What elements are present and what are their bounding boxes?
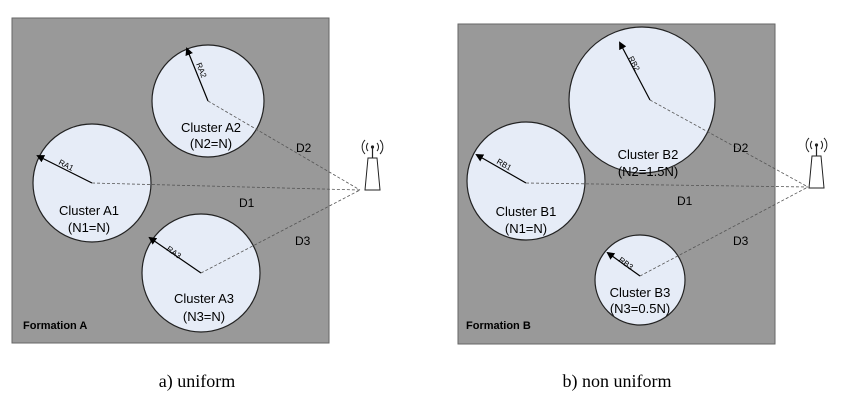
cluster-b2: RB2 Cluster B2 (N2=1.5N) <box>568 26 716 179</box>
distance-label-d2-a: D2 <box>296 141 312 155</box>
distance-label-d3-b: D3 <box>733 234 749 248</box>
cluster-b2-circle <box>568 26 716 174</box>
panel-a: RA2 Cluster A2 (N2=N) RA1 Cluster A1 (N1… <box>11 17 384 392</box>
formation-b-label: Formation B <box>466 320 531 332</box>
cluster-b2-count: (N2=1.5N) <box>618 164 678 179</box>
cluster-b3-radius <box>606 251 641 277</box>
distance-line-d3-b <box>639 186 809 277</box>
caption-b: b) non uniform <box>563 371 672 392</box>
cluster-b2-radius <box>619 41 651 101</box>
distance-label-d2-b: D2 <box>733 141 749 155</box>
cluster-b1-count: (N1=N) <box>505 221 547 236</box>
cluster-a3-name: Cluster A3 <box>174 291 234 306</box>
distance-label-d1-a: D1 <box>239 196 255 210</box>
distance-label-d3-a: D3 <box>295 234 311 248</box>
distance-label-d1-b: D1 <box>677 194 693 208</box>
cluster-a3-count: (N3=N) <box>183 309 225 324</box>
cluster-b1-circle <box>466 121 586 241</box>
formation-a-label: Formation A <box>23 320 87 332</box>
cluster-a2-radius <box>185 47 209 102</box>
distance-line-d1-b <box>525 182 809 188</box>
base-station-icon <box>361 139 384 191</box>
cluster-b3: RB3 Cluster B3 (N3=0.5N) <box>594 234 686 326</box>
cluster-b1: RB1 Cluster B1 (N1=N) <box>466 121 586 241</box>
cluster-a1-name: Cluster A1 <box>59 203 119 218</box>
cluster-a2-count: (N2=N) <box>190 136 232 151</box>
caption-a: a) uniform <box>159 371 235 392</box>
cluster-b3-circle <box>594 234 686 326</box>
cluster-b1-radius <box>475 154 527 184</box>
panel-b: RB2 Cluster B2 (N2=1.5N) RB1 Cluster B1 … <box>457 23 828 392</box>
cluster-a1-count: (N1=N) <box>68 220 110 235</box>
cluster-a3-radius <box>148 236 202 274</box>
cluster-a2-name: Cluster A2 <box>181 120 241 135</box>
cluster-b1-name: Cluster B1 <box>496 204 557 219</box>
distance-line-d2-a <box>207 100 361 191</box>
cluster-b3-name: Cluster B3 <box>610 285 671 300</box>
cluster-a1-radius <box>36 155 93 184</box>
base-station-icon <box>805 137 828 189</box>
cluster-b3-count: (N3=0.5N) <box>610 301 670 316</box>
distance-line-d2-b <box>649 99 809 188</box>
cluster-b2-name: Cluster B2 <box>618 147 679 162</box>
